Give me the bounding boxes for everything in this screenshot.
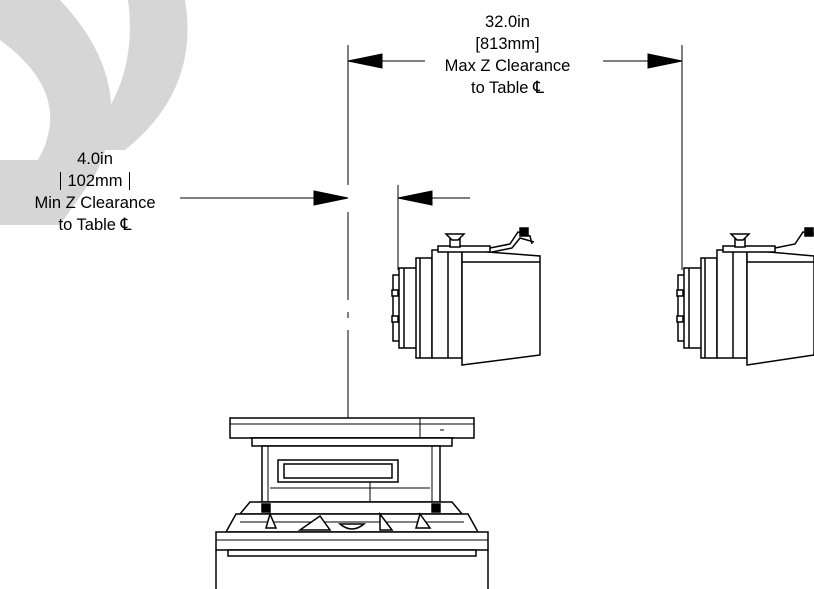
rotary-table xyxy=(215,417,489,589)
min-clearance-line1: Min Z Clearance xyxy=(34,194,156,212)
arrowhead-min-right xyxy=(397,190,433,206)
min-clearance-imperial: 4.0in xyxy=(77,150,113,168)
centerline-symbol: ℄ xyxy=(120,215,132,235)
max-clearance-imperial: 32.0in xyxy=(485,13,530,31)
max-clearance-line2: to Table ℄ xyxy=(420,77,595,99)
max-clearance-line1: Max Z Clearance xyxy=(444,57,571,75)
watermark-swoosh xyxy=(0,0,112,225)
arrowhead-left xyxy=(347,53,383,69)
min-dimension xyxy=(180,185,470,270)
max-dimension xyxy=(347,45,683,270)
max-clearance-metric: [813mm] xyxy=(475,35,540,53)
max-clearance-label: 32.0in [813mm] Max Z Clearance to Table … xyxy=(420,11,595,99)
spindle-head-max xyxy=(676,227,814,366)
centerline-symbol: ℄ xyxy=(533,78,544,98)
max-clearance-line2-text: to Table xyxy=(470,79,529,97)
arrowhead-min-left xyxy=(313,190,349,206)
min-clearance-line2: to Table ℄ xyxy=(5,214,185,236)
spindle-head-min xyxy=(391,227,541,366)
min-clearance-line2-text: to Table xyxy=(58,216,116,234)
arrowhead-right xyxy=(647,53,683,69)
min-clearance-label: 4.0in 102mm Min Z Clearance to Table ℄ xyxy=(5,148,185,236)
watermark-swoosh-right xyxy=(75,0,188,150)
min-clearance-metric: 102mm xyxy=(60,172,130,190)
